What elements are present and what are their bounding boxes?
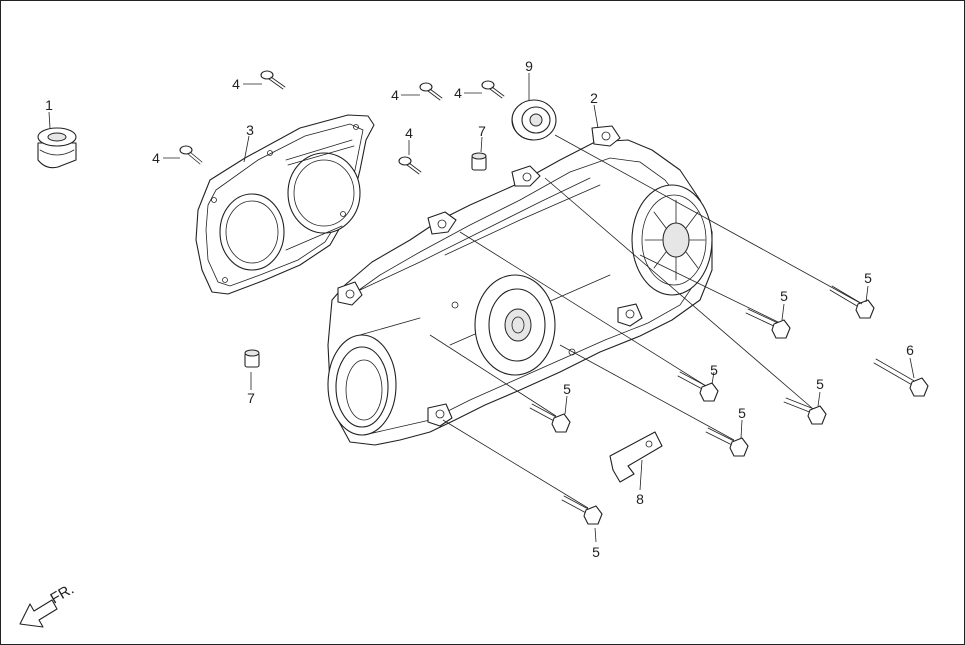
leader-lines [48,73,915,543]
callout-5: 5 [710,362,718,378]
callout-8: 8 [636,491,644,507]
front-direction-arrow-icon [19,599,58,628]
callout-5: 5 [816,376,824,392]
part-5-bolt-e [529,403,571,433]
callout-7: 7 [478,123,486,139]
part-7-dowel-lower [244,349,260,368]
callout-3: 3 [246,122,254,138]
callout-5: 5 [780,288,788,304]
callout-7: 7 [247,390,255,406]
part-4-screw-b [419,82,443,101]
callout-4: 4 [152,150,160,166]
part-2-cover [327,125,713,446]
callout-4: 4 [232,76,240,92]
callout-5: 5 [563,381,571,397]
part-3-gasket [195,114,375,295]
part-7-dowel-upper [471,152,487,171]
callout-5: 5 [738,405,746,421]
part-5-bolt-b [745,308,791,339]
part-1-collar [37,127,77,169]
part-4-screw-a [260,70,286,90]
callout-2: 2 [590,90,598,106]
part-9-bearing [511,99,557,141]
part-6-bolt [873,358,929,397]
callout-9: 9 [525,58,533,74]
callout-4: 4 [454,85,462,101]
callout-5: 5 [592,544,600,560]
part-5-bolt-f [705,427,749,457]
callout-1: 1 [45,97,53,113]
part-5-bolt-g [561,495,603,525]
part-4-screw-c [481,80,505,99]
callout-6: 6 [906,342,914,358]
part-4-screw-e [398,156,422,175]
part-4-screw-d [179,145,203,165]
callout-4: 4 [391,87,399,103]
callout-5: 5 [864,270,872,286]
part-5-bolt-d [783,397,827,425]
part-8-bracket [609,431,663,483]
callout-4: 4 [405,125,413,141]
